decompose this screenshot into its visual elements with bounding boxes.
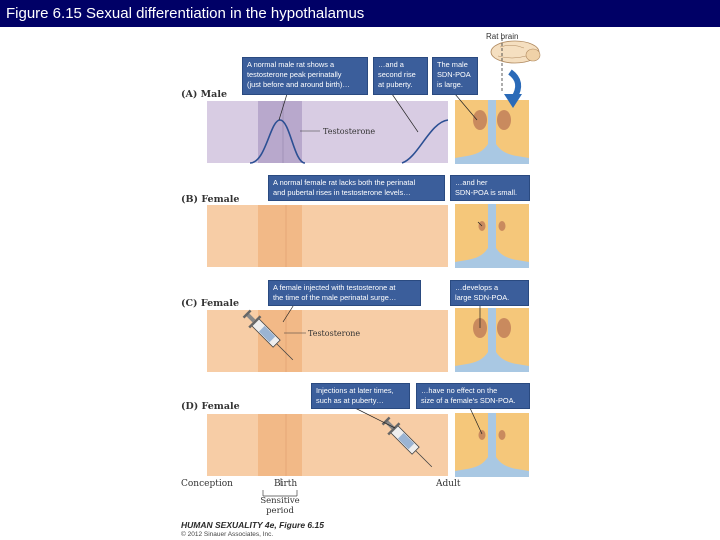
panel-d-label: (D) Female bbox=[181, 401, 240, 412]
slide-title: Figure 6.15 Sexual differentiation in th… bbox=[6, 5, 365, 22]
callout-female-injected-perinatal: A female injected with testosterone at t… bbox=[268, 280, 421, 306]
callout-female-no-effect: …have no effect on the size of a female'… bbox=[416, 383, 530, 409]
sensitive-period-label: Sensitive period bbox=[260, 496, 300, 516]
timeline-adult: Adult bbox=[436, 479, 461, 489]
callout-female-sdn-poa-small: …and her SDN-POA is small. bbox=[450, 175, 530, 201]
callout-female-sdn-poa-large: …develops a large SDN-POA. bbox=[450, 280, 529, 306]
panel-a-label: (A) Male bbox=[181, 89, 227, 100]
brain-section-c bbox=[455, 308, 529, 372]
callout-male-sdn-poa: The male SDN-POA is large. bbox=[432, 57, 478, 95]
brain-section-b bbox=[455, 204, 529, 268]
brain-section-d bbox=[455, 413, 529, 477]
rat-brain-illustration bbox=[490, 38, 541, 108]
copyright-text: © 2012 Sinauer Associates, Inc. bbox=[181, 531, 274, 538]
title-bar: Figure 6.15 Sexual differentiation in th… bbox=[0, 0, 720, 27]
testosterone-curve-pubertal bbox=[401, 119, 449, 164]
callout-pointers bbox=[278, 93, 483, 435]
panel-c-label: (C) Female bbox=[181, 298, 239, 309]
brain-section-a bbox=[455, 100, 529, 164]
sdn-poa-nucleus bbox=[478, 430, 486, 440]
panel-b-label: (B) Female bbox=[181, 194, 240, 205]
figure-credit: HUMAN SEXUALITY 4e, Figure 6.15 bbox=[181, 520, 324, 530]
callout-male-puberty: …and a second rise at puberty. bbox=[373, 57, 428, 95]
sdn-poa-nucleus bbox=[497, 110, 511, 130]
timeline-axis bbox=[262, 478, 298, 497]
rat-brain-label: Rat brain bbox=[486, 32, 518, 41]
panel-c-strip bbox=[207, 310, 448, 372]
sdn-poa-nucleus bbox=[498, 430, 506, 440]
timeline-birth: Birth bbox=[274, 479, 298, 489]
panel-a-curve-label: Testosterone bbox=[323, 127, 375, 136]
sdn-poa-nucleus bbox=[473, 110, 487, 130]
testosterone-curve-perinatal bbox=[249, 119, 306, 164]
panel-c-curve-label: Testosterone bbox=[308, 329, 360, 338]
panel-a-strip bbox=[207, 101, 449, 164]
panel-b-strip bbox=[207, 205, 448, 267]
callout-female-normal: A normal female rat lacks both the perin… bbox=[268, 175, 445, 201]
sdn-poa-nucleus bbox=[497, 318, 511, 338]
sdn-poa-nucleus bbox=[498, 221, 506, 231]
timeline-conception: Conception bbox=[181, 479, 233, 489]
callout-female-injected-later: Injections at later times, such as at pu… bbox=[311, 383, 410, 409]
callout-male-perinatal: A normal male rat shows a testosterone p… bbox=[242, 57, 368, 95]
